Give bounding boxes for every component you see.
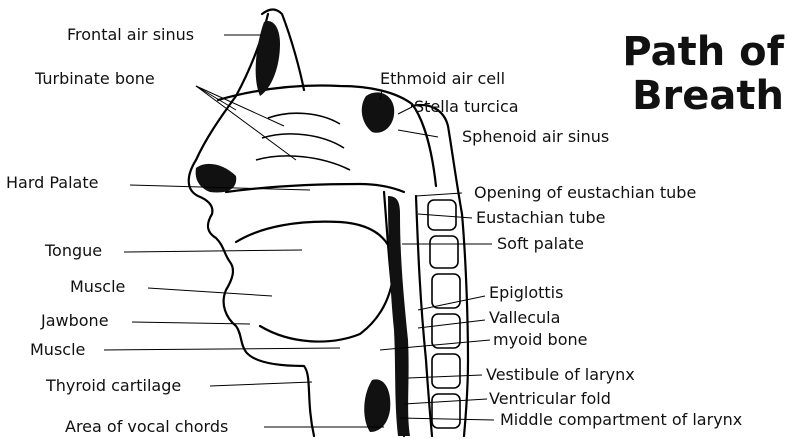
label-epiglottis: Epiglottis	[489, 284, 563, 302]
label-hard-palate: Hard Palate	[6, 174, 98, 192]
label-muscle-lower: Muscle	[30, 341, 85, 359]
label-ethmoid-air-cell: Ethmoid air cell	[380, 70, 505, 88]
face-profile-outline	[189, 14, 314, 436]
title-line-2: Breath	[600, 74, 784, 118]
leader-turbinate-1	[196, 86, 236, 110]
nasal-cavity-outline	[218, 86, 436, 186]
leader-thyroid-cartilage	[210, 382, 312, 386]
frontal-sinus-fill	[256, 21, 280, 96]
label-myoid-bone: myoid bone	[493, 331, 587, 349]
label-vallecula: Vallecula	[489, 309, 560, 327]
label-vestibule-of-larynx: Vestibule of larynx	[486, 366, 635, 384]
tongue-outline	[236, 222, 394, 342]
label-middle-compartment-of-larynx: Middle compartment of larynx	[500, 411, 742, 429]
label-jawbone: Jawbone	[41, 312, 109, 330]
leader-sphenoid	[398, 130, 438, 137]
leader-opening-eustachian	[416, 193, 462, 196]
larynx-fill	[364, 379, 390, 432]
label-tongue: Tongue	[45, 242, 102, 260]
label-sphenoid-air-sinus: Sphenoid air sinus	[462, 128, 609, 146]
label-opening-eustachian-tube: Opening of eustachian tube	[474, 184, 696, 202]
label-ventricular-fold: Ventricular fold	[489, 390, 611, 408]
ethmoid-cell-fill	[362, 92, 394, 132]
leader-stella-turcica	[398, 107, 412, 114]
leader-muscle-lower	[104, 348, 340, 350]
label-soft-palate: Soft palate	[497, 235, 584, 253]
vertebra-6	[432, 394, 460, 428]
airway-fill	[388, 196, 410, 436]
vertebra-2	[430, 236, 458, 268]
turbinate-lower	[256, 156, 350, 170]
label-area-of-vocal-chords: Area of vocal chords	[65, 418, 228, 436]
pharynx-back-wall	[416, 196, 432, 436]
label-eustachian-tube: Eustachian tube	[476, 209, 606, 227]
vertebra-5	[432, 354, 460, 388]
leader-turbinate-3	[196, 86, 296, 160]
title-line-1: Path of	[600, 30, 784, 74]
label-muscle-upper: Muscle	[70, 278, 125, 296]
label-frontal-air-sinus: Frontal air sinus	[67, 26, 194, 44]
leader-muscle-upper	[148, 288, 272, 296]
turbinate-middle	[262, 134, 344, 148]
vertebra-3	[432, 274, 460, 308]
turbinate-upper	[268, 113, 340, 124]
label-turbinate-bone: Turbinate bone	[35, 70, 155, 88]
leader-tongue	[124, 250, 302, 252]
label-stella-turcica: Stella turcica	[414, 98, 519, 116]
leader-turbinate-2	[196, 86, 284, 126]
label-thyroid-cartilage: Thyroid cartilage	[46, 377, 181, 395]
